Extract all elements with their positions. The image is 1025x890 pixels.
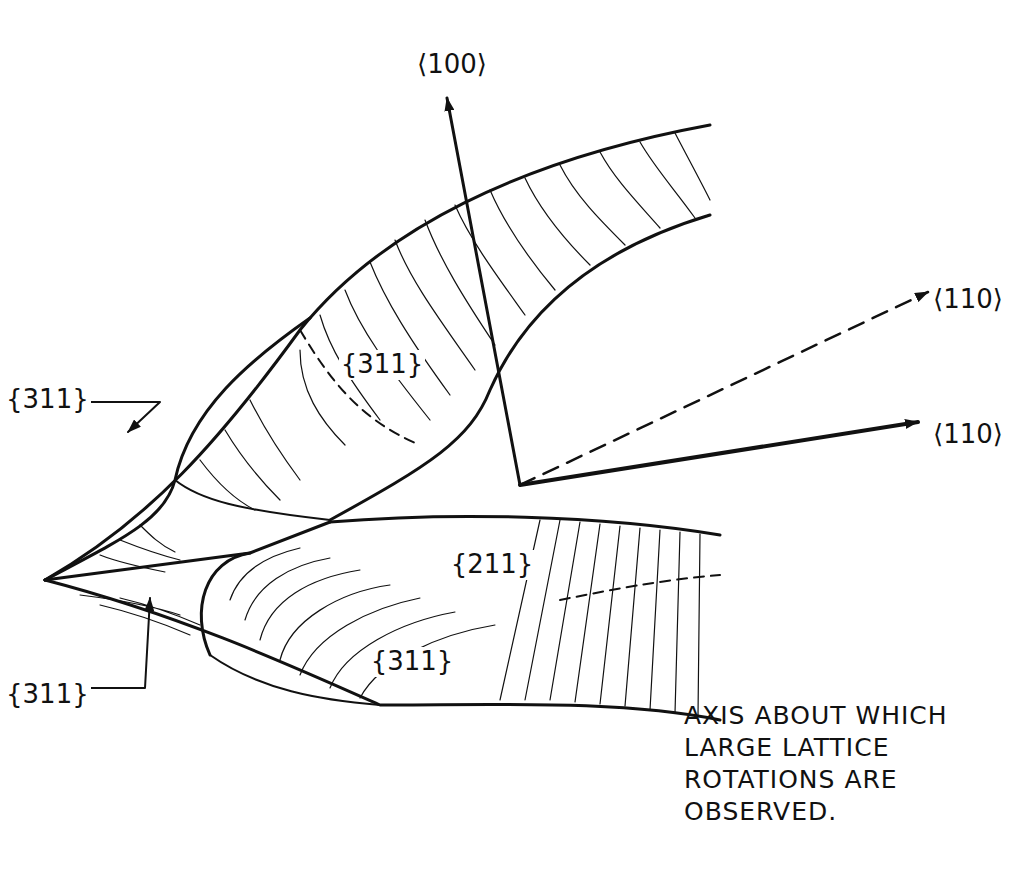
note-text: AXIS ABOUT WHICH LARGE LATTICE ROTATIONS… <box>682 700 1006 828</box>
plane-label: ⟨100⟩ <box>415 50 489 80</box>
plane-label: {311} <box>339 350 426 380</box>
plane-label: {311} <box>4 385 91 415</box>
axis-arrow <box>520 292 928 485</box>
plane-label: {311} <box>369 647 456 677</box>
outline <box>330 516 720 535</box>
outline <box>45 580 720 720</box>
leader-line <box>82 402 160 432</box>
plane-label: ⟨110⟩ <box>931 420 1005 450</box>
outline <box>45 318 310 580</box>
axis-arrow <box>447 98 520 485</box>
plane-label: ⟨110⟩ <box>931 285 1005 315</box>
hidden-edge <box>300 330 420 445</box>
outline <box>175 480 330 520</box>
outline <box>201 553 250 655</box>
hidden-edge <box>560 575 720 600</box>
outline <box>330 215 710 520</box>
axis-arrow <box>520 422 918 485</box>
outline <box>210 655 380 705</box>
plane-label: {311} <box>4 680 91 710</box>
striations <box>80 520 700 716</box>
plane-label: {211} <box>449 550 536 580</box>
outline <box>45 125 710 580</box>
leader-line <box>82 598 150 688</box>
striations <box>100 133 710 572</box>
